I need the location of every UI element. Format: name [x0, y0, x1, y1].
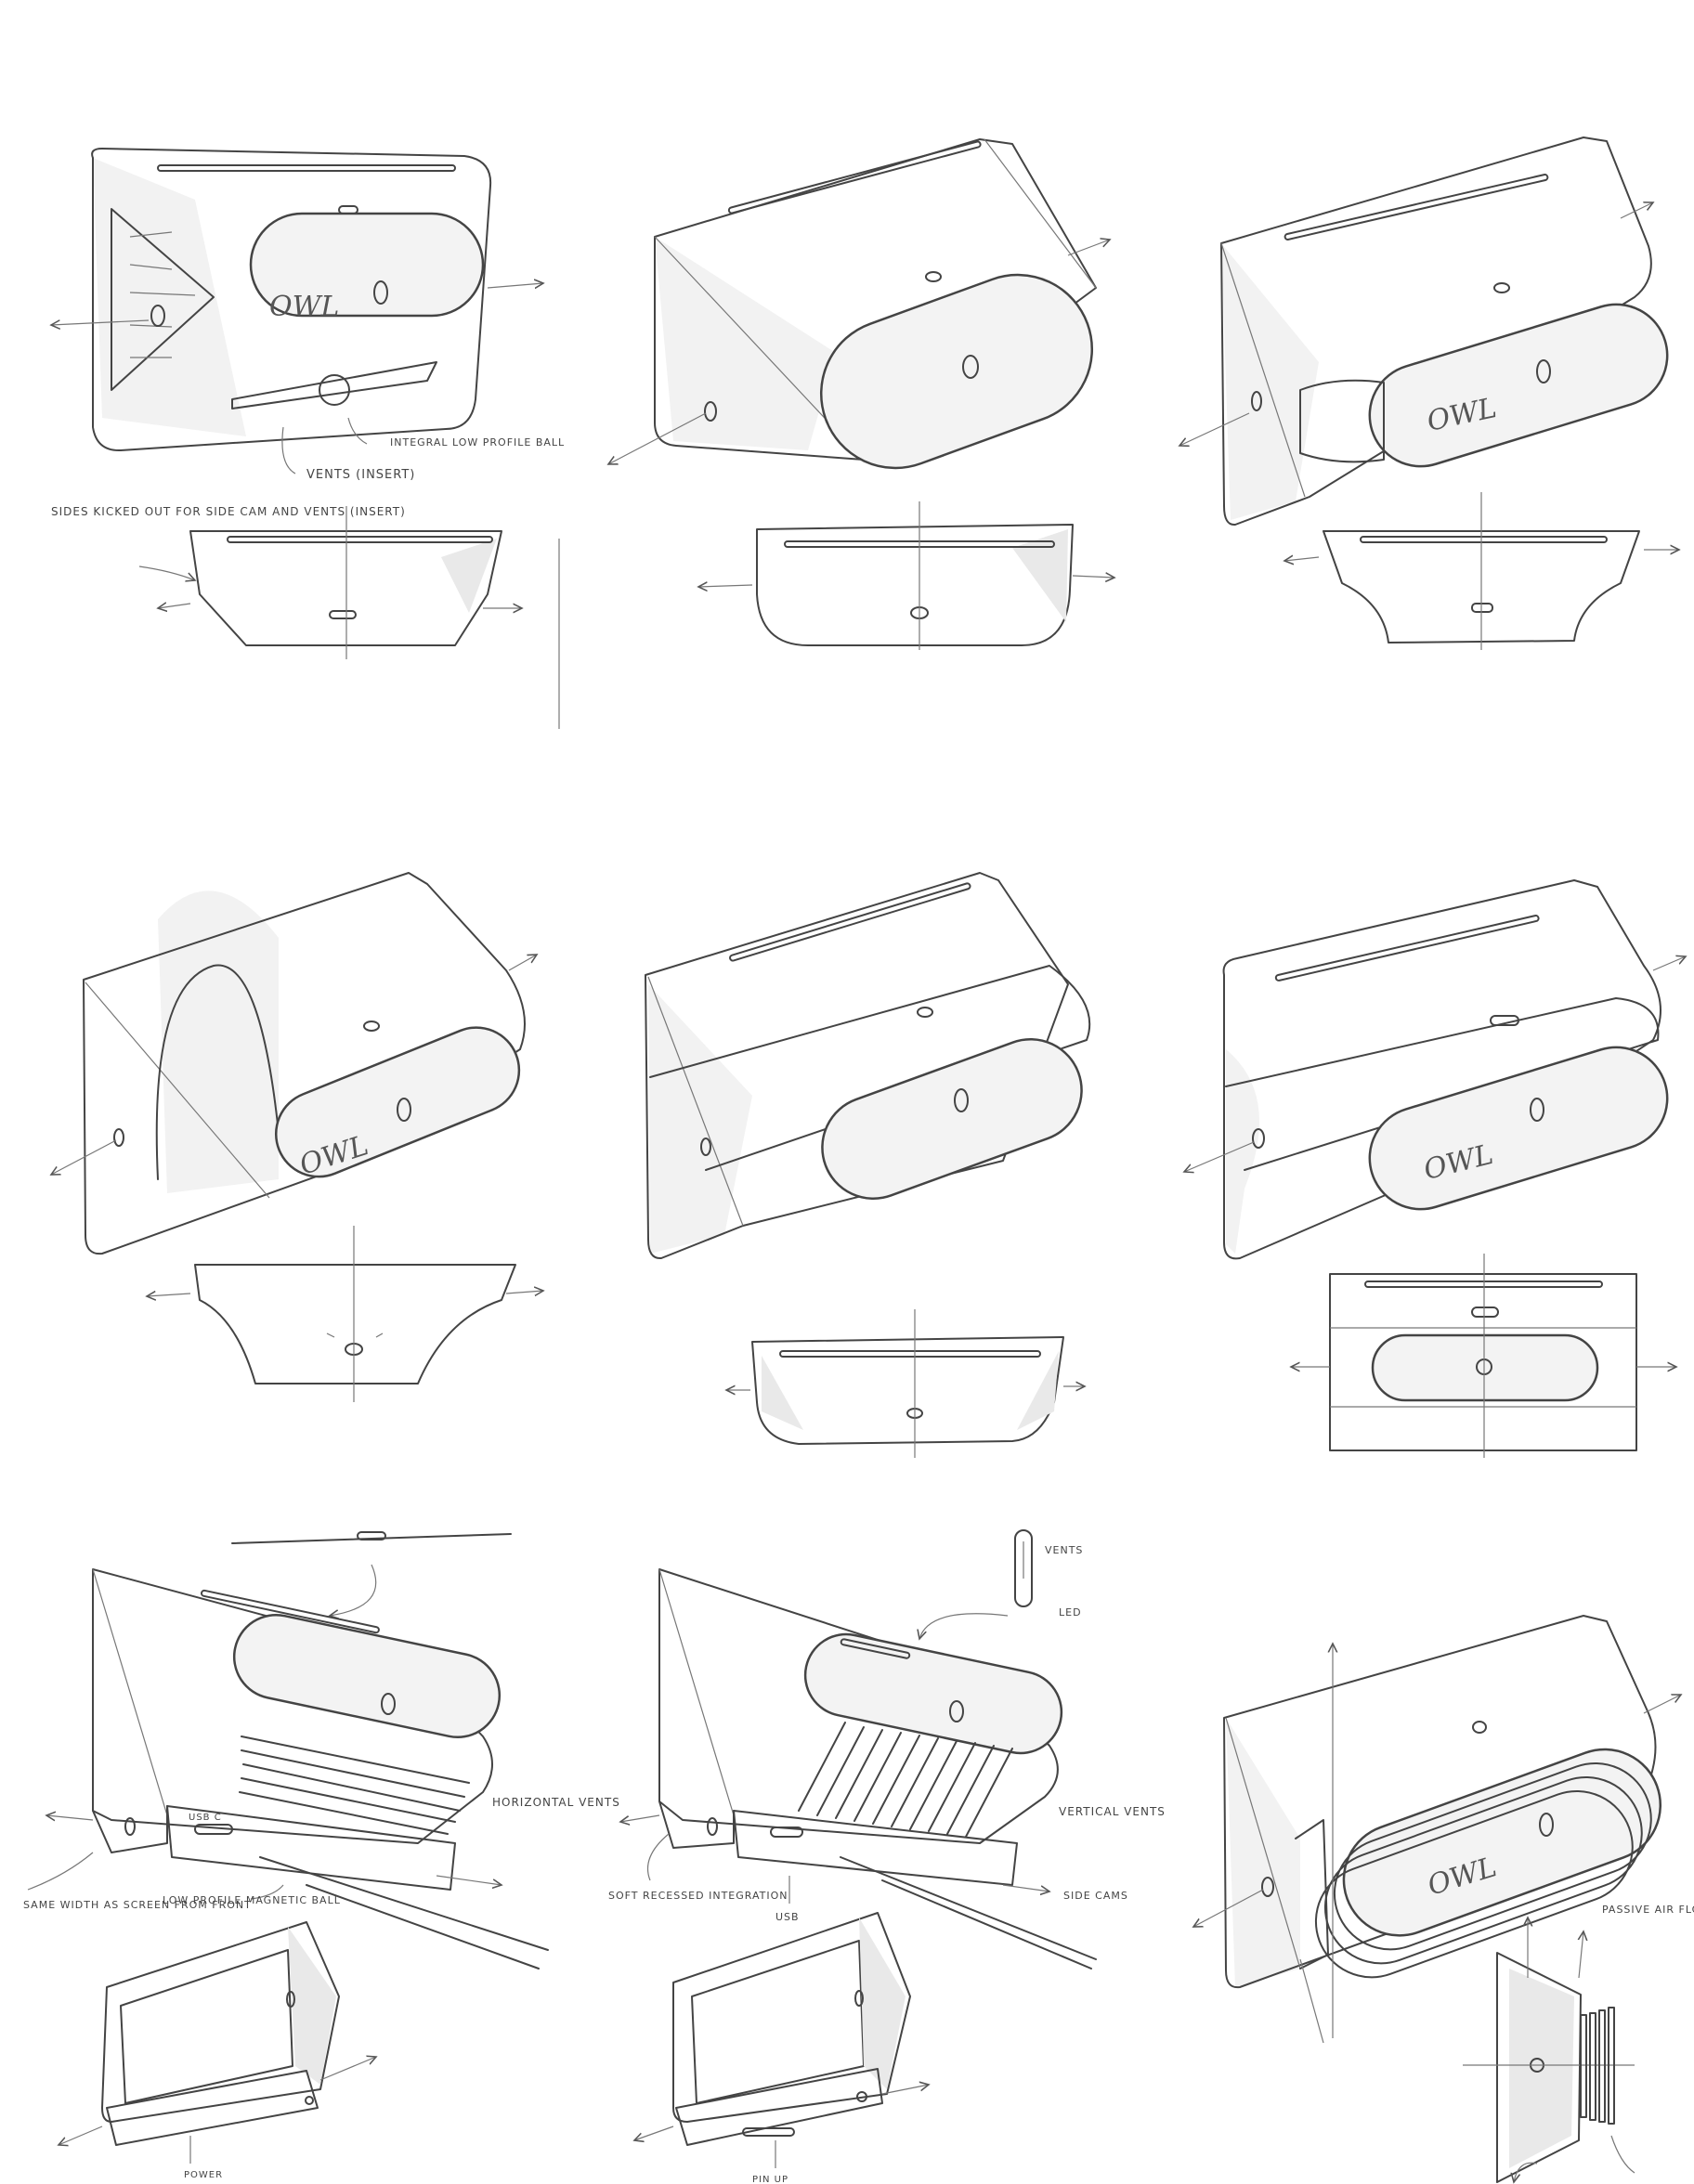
sketch-9: OWL: [1193, 1615, 1681, 2044]
svg-text:INTEGRAL LOW PROFILE BALL: INTEGRAL LOW PROFILE BALL: [390, 436, 565, 448]
s1-ball-note: INTEGRAL LOW PROFILE BALL: [390, 436, 565, 448]
svg-text:SIDE CAMS: SIDE CAMS: [1063, 1890, 1128, 1902]
svg-text:SAME WIDTH AS SCREEN FROM FRON: SAME WIDTH AS SCREEN FROM FRONT: [23, 1899, 252, 1911]
s1-sides-note: SIDES KICKED OUT FOR SIDE CAM AND VENTS …: [51, 505, 406, 518]
sketch-9-side-view: PASSIVE AIR FLOW/ COOLING: [1463, 1904, 1694, 2182]
s7-width-note: SAME WIDTH AS SCREEN FROM FRONT: [23, 1899, 252, 1911]
sketch-3-bottom-view: [1284, 492, 1679, 650]
sketch-5: [645, 872, 1091, 1260]
sketch-7: HORIZONTAL VENTS USB C SAME WIDTH AS SCR…: [23, 1531, 620, 1970]
s3-screen-pill: [1368, 303, 1669, 468]
svg-text:LOW PROFILE MAGNETIC BALL: LOW PROFILE MAGNETIC BALL: [163, 1894, 341, 1906]
svg-text:LED: LED: [1059, 1606, 1082, 1618]
s7-ball-note: LOW PROFILE MAGNETIC BALL: [163, 1894, 341, 1906]
sketch-2: [608, 138, 1113, 470]
sketch-2-bottom-view: [698, 501, 1114, 650]
s7-power-note: POWER: [184, 2170, 223, 2180]
sketch-1-front-view: OWL VENTS (INSERT) INTEGRAL LOW PROFILE …: [51, 148, 565, 482]
sketch-3: OWL: [1179, 136, 1669, 526]
s2-screen-pill: [819, 273, 1094, 470]
s8-vent-led-strip: [1014, 1529, 1033, 1607]
svg-text:VENTS: VENTS: [1045, 1544, 1083, 1556]
svg-text:HORIZONTAL VENTS: HORIZONTAL VENTS: [492, 1796, 620, 1809]
svg-text:POWER: POWER: [184, 2170, 223, 2180]
s6-screen-pill: [1368, 1046, 1669, 1211]
svg-text:VERTICAL VENTS: VERTICAL VENTS: [1059, 1805, 1166, 1818]
sketch-4: OWL: [51, 872, 537, 1255]
s5-screen-pill: [821, 1037, 1083, 1201]
sketch-4-bottom-view: [147, 1226, 543, 1402]
s7-screen-pill: [232, 1613, 502, 1739]
svg-text:PASSIVE AIR FLOW/ COOLING: PASSIVE AIR FLOW/ COOLING: [1602, 1904, 1694, 1916]
s1-vents-note: VENTS (INSERT): [306, 468, 415, 482]
camera-lens-icon: [373, 280, 388, 305]
sketch-8: VENTS LED VERTICAL VENTS SOFT RECESSED I…: [608, 1529, 1166, 1970]
s8-soft-note: SOFT RECESSED INTEGRATION: [608, 1890, 788, 1902]
s4-screen-pill: [274, 1026, 521, 1178]
svg-text:PIN UP: PIN UP: [752, 2175, 788, 2184]
svg-text:SOFT RECESSED INTEGRATION: SOFT RECESSED INTEGRATION: [608, 1890, 788, 1902]
svg-text:USB C: USB C: [189, 1813, 222, 1823]
owl-logo: OWL: [269, 291, 339, 323]
sketch-5-bottom-view: [726, 1309, 1085, 1458]
s8-sidecams-note: SIDE CAMS: [1063, 1890, 1128, 1902]
s8-screen-pill: [803, 1632, 1063, 1755]
sketch-6-front-view: [1291, 1254, 1676, 1458]
sketch-7-back-view: POWER: [59, 1921, 376, 2180]
s8-vents-top-note: VENTS: [1045, 1544, 1083, 1556]
svg-text:SIDES KICKED OUT FOR SIDE CAM: SIDES KICKED OUT FOR SIDE CAM AND VENTS …: [51, 505, 406, 518]
s1-screen-pill: [249, 212, 485, 318]
s8-led-note: LED: [1059, 1606, 1082, 1618]
s9-screen-pill: [1342, 1748, 1662, 1937]
s8-usb-note: USB: [775, 1911, 800, 1923]
sketch-1-bottom-view: SIDES KICKED OUT FOR SIDE CAM AND VENTS …: [51, 505, 522, 659]
ball-joint-icon: [319, 374, 350, 406]
svg-text:VENTS (INSERT): VENTS (INSERT): [306, 468, 415, 482]
s9-airflow-note: PASSIVE AIR FLOW/ COOLING: [1602, 1904, 1694, 1916]
sketch-8-back-view: PIN UP: [634, 1912, 929, 2184]
s7-usbc-note: USB C: [189, 1813, 222, 1823]
s7-vents-note: HORIZONTAL VENTS: [492, 1796, 620, 1809]
sketch-6: OWL: [1184, 879, 1686, 1260]
s8-vents-note: VERTICAL VENTS: [1059, 1805, 1166, 1818]
s8-pinup-note: PIN UP: [752, 2175, 788, 2184]
svg-text:USB: USB: [775, 1911, 800, 1923]
